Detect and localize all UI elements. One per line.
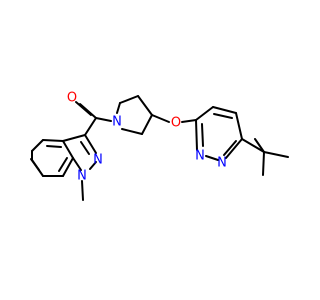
bond [79, 103, 97, 119]
bond [181, 119, 197, 123]
bond [95, 117, 112, 122]
atom-o-carbonyl: O [67, 91, 77, 106]
atom-labels: O N O N N N N [67, 91, 227, 184]
bond [263, 151, 289, 158]
bond [201, 123, 204, 147]
atom-n-indazole-2: N [93, 153, 103, 168]
bond [212, 106, 237, 114]
bond [84, 134, 97, 154]
bond [137, 95, 153, 116]
bond [235, 112, 243, 140]
bond [31, 139, 44, 152]
bond [42, 139, 64, 142]
bond [225, 138, 243, 159]
bond [81, 180, 84, 201]
bond [80, 141, 90, 155]
bond [262, 151, 265, 176]
molecule-canvas: O N O N N N N [30, 91, 289, 201]
bond [72, 157, 82, 171]
structure-diagram: O N O N N N N [30, 91, 289, 201]
bonds [30, 95, 289, 201]
bond [46, 145, 62, 148]
bond [62, 134, 86, 142]
atom-n-indazole-1: N [77, 169, 87, 184]
bond [254, 138, 265, 153]
bond [151, 114, 170, 123]
bond [58, 157, 68, 172]
bond [205, 155, 219, 161]
bond [195, 106, 214, 121]
bond [62, 140, 74, 159]
bond [241, 138, 265, 153]
bond [84, 117, 97, 136]
atom-n-pyridazine-2: N [217, 156, 227, 171]
atom-o-ether: O [171, 116, 181, 131]
bond [213, 113, 233, 119]
atom-n-pyridazine-1: N [195, 149, 205, 164]
bond [119, 95, 139, 104]
atom-n-pyrrolidine: N [112, 115, 122, 130]
bond [195, 119, 198, 151]
bond [121, 128, 143, 135]
bond [141, 114, 153, 135]
bond [62, 157, 74, 177]
bond [223, 140, 237, 156]
bond [116, 102, 121, 114]
bond [89, 161, 97, 170]
bond [75, 101, 92, 116]
